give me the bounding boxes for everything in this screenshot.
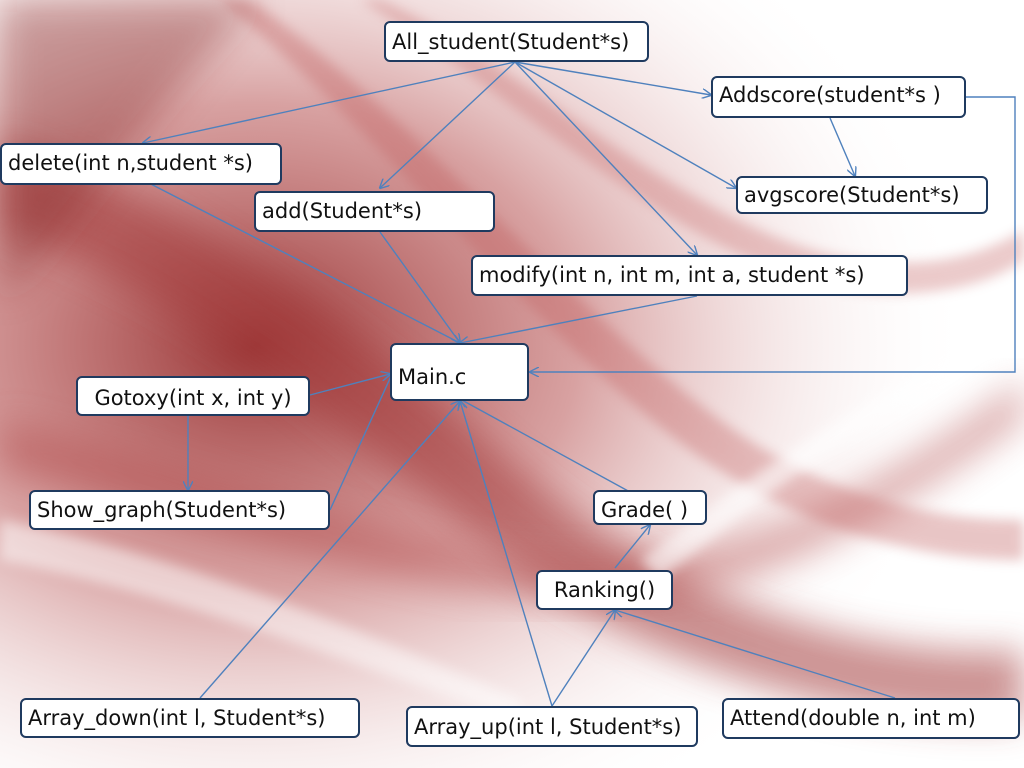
node-attend: Attend(double n, int m) [722,698,1020,739]
node-modify: modify(int n, int m, int a, student *s) [471,255,908,296]
node-addscore-label: Addscore(student*s ) [719,83,941,107]
node-avgscore-label: avgscore(Student*s) [744,183,960,207]
node-gotoxy-label: Gotoxy(int x, int y) [94,386,292,410]
node-avgscore: avgscore(Student*s) [736,176,988,214]
node-array-down-label: Array_down(int l, Student*s) [28,706,326,730]
node-all-student: All_student(Student*s) [384,21,649,62]
node-add: add(Student*s) [254,191,495,232]
node-array-up: Array_up(int l, Student*s) [406,706,698,747]
node-add-label: add(Student*s) [262,199,423,223]
node-grade-label: Grade( ) [601,498,689,522]
node-show-graph-label: Show_graph(Student*s) [37,498,287,522]
node-grade: Grade( ) [593,490,707,525]
node-array-down: Array_down(int l, Student*s) [20,698,360,738]
node-show-graph: Show_graph(Student*s) [29,490,330,530]
node-gotoxy: Gotoxy(int x, int y) [76,376,310,416]
node-modify-label: modify(int n, int m, int a, student *s) [479,263,865,287]
node-delete-label: delete(int n,student *s) [8,151,253,175]
node-delete: delete(int n,student *s) [0,143,282,185]
node-addscore: Addscore(student*s ) [711,76,966,118]
node-main: Main.c [390,343,529,401]
node-ranking-label: Ranking() [553,578,656,602]
node-ranking: Ranking() [536,570,673,610]
node-all-student-label: All_student(Student*s) [392,30,630,54]
node-array-up-label: Array_up(int l, Student*s) [414,715,682,739]
node-attend-label: Attend(double n, int m) [730,706,976,730]
node-main-label: Main.c [398,365,467,389]
